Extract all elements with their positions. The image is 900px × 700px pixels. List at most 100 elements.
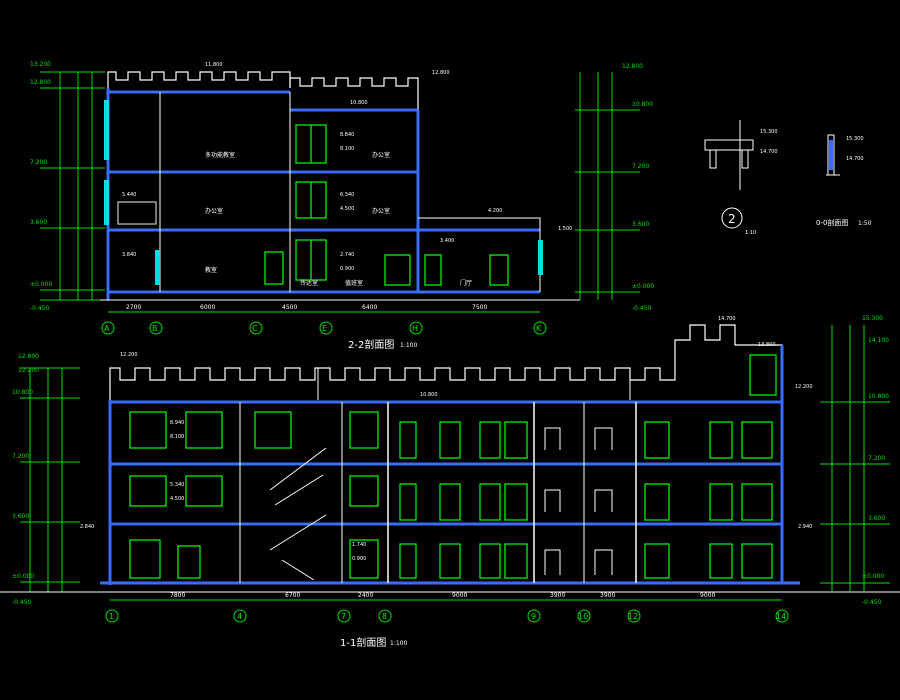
section-2-2: 13.200 12.800 7.200 3.600 ±0.000 -0.450 (30, 61, 654, 351)
elev-1-1-r0: 15.300 (862, 315, 883, 322)
elev-2-2-i1: 12.800 (432, 70, 450, 76)
elev-1-1-r4: 3.600 (868, 515, 885, 522)
elev-1-1-i9: 1.740 (352, 542, 366, 548)
elev-2-2-i10: 3.400 (440, 238, 454, 244)
detail-mark-2: 15.300 (846, 136, 864, 142)
elev-2-2-r5: -0.450 (632, 305, 652, 312)
detail-mark-0: 15.300 (760, 129, 778, 135)
elev-1-1-i11: 2.840 (80, 524, 94, 530)
elev-2-2-r4: ±0.000 (632, 283, 654, 290)
detail-scale: 1:10 (745, 230, 756, 236)
details: 15.300 14.700 2 1:10 15.300 14.700 0-0剖面… (704, 120, 872, 236)
elev-1-1-i5: 8.940 (170, 420, 184, 426)
elev-1-1-l5: ±0.000 (12, 573, 34, 580)
axis-bubbles-2-2 (101, 321, 547, 335)
axis-2-2-4: H (412, 324, 418, 333)
detail-callout-circle (721, 207, 743, 229)
room-2-2-0: 多功能教室 (205, 151, 235, 159)
elev-2-2-l5: -0.450 (30, 305, 50, 312)
doors-1-1 (544, 427, 613, 575)
dim-1-1-2: 2400 (358, 592, 373, 599)
dim-2-2-1: 6000 (200, 304, 215, 311)
building-1-1 (0, 324, 900, 593)
elev-1-1-l4: 3.600 (12, 513, 29, 520)
section-0-0-detail (826, 134, 840, 176)
dim-1-1-4: 3900 (550, 592, 565, 599)
room-2-2-2: 教室 (205, 266, 217, 274)
elev-1-1-l6: -0.450 (12, 599, 32, 606)
elev-2-2-l1: 12.800 (30, 79, 51, 86)
dim-2-2-2: 4500 (282, 304, 297, 311)
axis-1-1-7: 14 (776, 612, 786, 621)
section-0-0-title: 0-0剖面图 (816, 218, 848, 227)
elev-1-1-i3: 12.200 (795, 384, 813, 390)
elev-2-2-i2: 10.800 (350, 100, 368, 106)
axis-2-2-5: K (536, 324, 542, 333)
axis-2-2-1: B (152, 324, 158, 333)
elev-1-1-r3: 7.200 (868, 455, 885, 462)
axis-bubbles-1-1 (105, 609, 789, 623)
elev-1-1-i4: 10.800 (420, 392, 438, 398)
elev-2-2-i12: 5.440 (122, 192, 136, 198)
elev-2-2-i3: 8.840 (340, 132, 354, 138)
elev-1-1-l3: 7.200 (12, 453, 29, 460)
axis-1-1-1: 4 (237, 612, 242, 621)
elev-2-2-i0: 11.800 (205, 62, 223, 68)
dim-2-2-4: 7500 (472, 304, 487, 311)
axis-1-1-2: 7 (341, 612, 346, 621)
elev-1-1-i12: 2.940 (798, 524, 812, 530)
elev-2-2-i6: 4.500 (340, 206, 354, 212)
elev-2-2-r0: 12.800 (622, 63, 643, 70)
elev-1-1-i6: 8.100 (170, 434, 184, 440)
scale-2-2: 1:100 (400, 342, 417, 349)
axis-1-1-3: 8 (382, 612, 387, 621)
dim-chain-left-2-2 (40, 71, 105, 301)
windows-1-1 (129, 411, 773, 579)
axis-2-2-2: C (252, 324, 258, 333)
dim-2-2-0: 2700 (126, 304, 141, 311)
elev-1-1-i2: 13.800 (758, 342, 776, 348)
elev-2-2-l0: 13.200 (30, 61, 51, 68)
dim-1-1-6: 9000 (700, 592, 715, 599)
title-2-2: 2-2剖面图 (348, 338, 394, 351)
room-2-2-5: 传达室 (300, 279, 318, 287)
axis-1-1-0: 1 (109, 612, 114, 621)
elev-2-2-i13: 3.840 (122, 252, 136, 258)
elev-1-1-r1: 14.100 (868, 337, 889, 344)
elev-2-2-i5: 6.340 (340, 192, 354, 198)
axis-1-1-4: 9 (531, 612, 536, 621)
axis-1-1-5: 10 (578, 612, 588, 621)
detail-mark-1: 14.700 (760, 149, 778, 155)
building-2-2 (100, 71, 580, 301)
detail-mark-3: 14.700 (846, 156, 864, 162)
elev-1-1-i0: 12.200 (120, 352, 138, 358)
parapet-detail (704, 120, 754, 190)
room-2-2-1: 办公室 (205, 207, 223, 215)
elev-2-2-i4: 8.100 (340, 146, 354, 152)
elev-1-1-i7: 5.340 (170, 482, 184, 488)
elev-1-1-i1: 14.700 (718, 316, 736, 322)
dim-2-2-3: 6400 (362, 304, 377, 311)
elev-2-2-i11: 1.500 (558, 226, 572, 232)
elev-1-1-r2: 10.800 (868, 393, 889, 400)
section-0-0-scale: 1:50 (858, 220, 872, 227)
room-2-2-7: 门厅 (460, 279, 472, 287)
elev-1-1-l2: 10.800 (12, 389, 33, 396)
dim-1-1-3: 9000 (452, 592, 467, 599)
windows-2-2 (117, 124, 509, 286)
elev-2-2-r2: 7.200 (632, 163, 649, 170)
room-2-2-4: 办公室 (372, 207, 390, 215)
dim-chain-right-1-1 (820, 325, 890, 592)
dim-chain-right-2-2 (575, 72, 640, 300)
elev-2-2-l4: ±0.000 (30, 281, 52, 288)
elev-1-1-r6: -0.450 (862, 599, 882, 606)
axis-2-2-3: E (322, 324, 327, 333)
elev-2-2-r3: 3.600 (632, 221, 649, 228)
dim-chain-left-1-1 (10, 367, 80, 593)
elev-2-2-l2: 7.200 (30, 159, 47, 166)
elev-1-1-l1: 12.200 (18, 367, 39, 374)
dim-1-1-1: 6700 (285, 592, 300, 599)
title-1-1: 1-1剖面图 (340, 636, 386, 649)
elev-1-1-r5: ±0.000 (862, 573, 884, 580)
